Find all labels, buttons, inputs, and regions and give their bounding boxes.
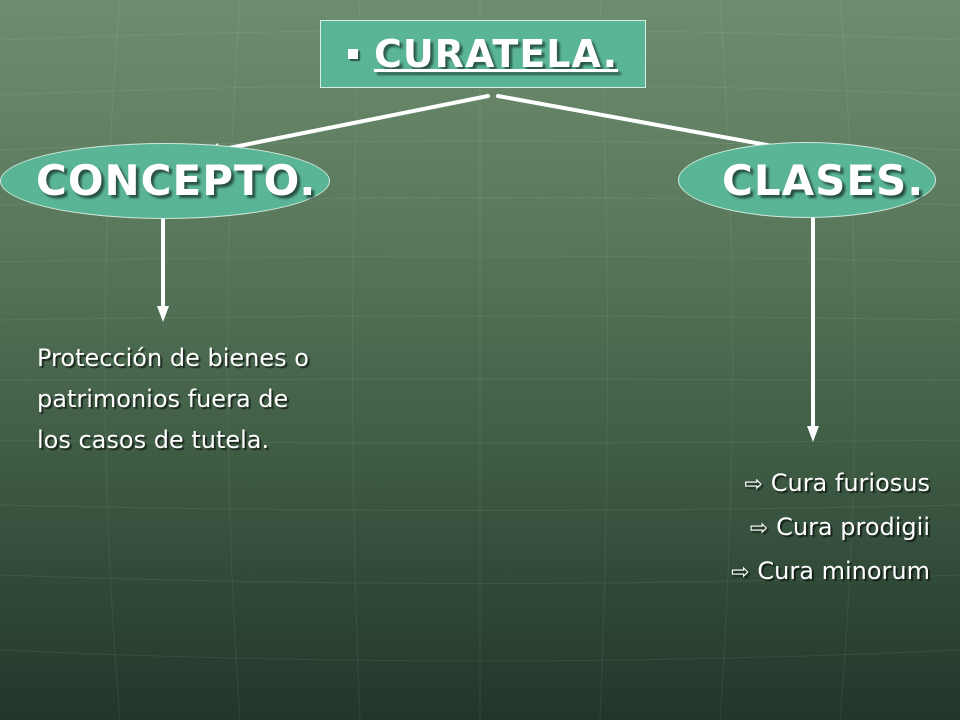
arrow-title-to-concept	[212, 94, 490, 153]
arrow-title-to-classes	[496, 94, 802, 153]
class-item: ⇨ Cura prodigii	[731, 506, 930, 550]
right-arrow-icon: ⇨	[730, 560, 750, 585]
arrow-head-list	[807, 426, 819, 442]
concept-description-line: los casos de tutela.	[37, 426, 270, 454]
class-list: ⇨Cura furiosus ⇨Cura prodigii ⇨Cura mino…	[731, 462, 930, 594]
right-arrow-icon: ⇨	[749, 516, 769, 541]
title-text: CURATELA.	[373, 32, 619, 76]
square-bullet-icon	[347, 49, 358, 59]
class-item: ⇨ Cura minorum	[731, 550, 930, 594]
concept-label: CONCEPTO.	[36, 156, 317, 205]
class-item-label: Cura minorum	[757, 557, 930, 585]
title-box: CURATELA.	[320, 20, 646, 88]
concept-node	[0, 143, 330, 219]
concept-description-line: Protección de bienes o	[37, 344, 309, 372]
concept-description-line: patrimonios fuera de	[37, 385, 289, 413]
right-arrow-icon: ⇨	[744, 472, 763, 497]
class-item-label: Cura prodigii	[776, 513, 930, 541]
arrow-head-description	[157, 306, 169, 322]
class-item-label: Cura furiosus	[770, 469, 930, 497]
classes-label: CLASES.	[722, 156, 925, 205]
concept-description: Protección de bienes o patrimonios fuera…	[37, 338, 417, 461]
class-item: ⇨ Cura furiosus	[731, 462, 930, 506]
classes-node	[678, 142, 936, 218]
